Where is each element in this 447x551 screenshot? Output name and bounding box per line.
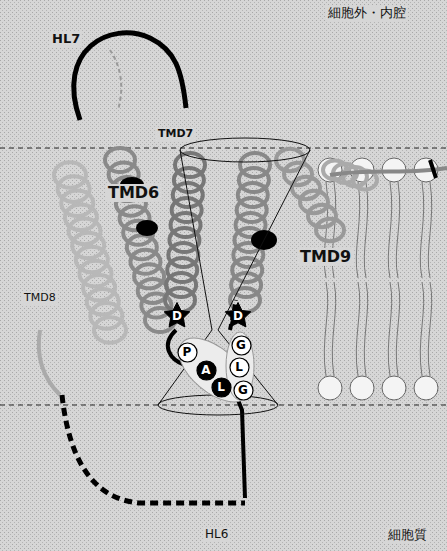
helix-turn — [316, 219, 344, 241]
residue-star: D — [163, 302, 191, 330]
lipid-tail — [428, 282, 431, 376]
part-label: 細胞外・内腔 — [326, 6, 408, 21]
lipid-tail — [388, 182, 391, 278]
helix-turn — [300, 191, 328, 213]
residue-circle: G — [233, 380, 254, 401]
lipid-tail — [356, 182, 359, 278]
residue-circle: A — [196, 360, 217, 381]
lipid-bilayer — [318, 158, 438, 400]
membrane-boundary — [0, 148, 447, 149]
part-label: TMD8 — [22, 292, 58, 305]
helix-blob — [136, 220, 158, 236]
part-label: HL6 — [203, 528, 230, 542]
hl7-loop — [74, 33, 186, 120]
residue-circle: L — [229, 357, 250, 378]
lipid-tail — [396, 282, 399, 376]
c-term-chain — [330, 168, 447, 175]
lipid-tail — [420, 182, 423, 278]
residue-letter: A — [201, 364, 210, 376]
lipid-tail — [324, 282, 327, 376]
part-label: HL7 — [50, 32, 82, 47]
part-label: TMD6 — [106, 184, 161, 202]
lipid-tail — [356, 282, 359, 376]
residue-letter: G — [236, 339, 246, 351]
residue-circle: G — [231, 335, 252, 356]
lipid-head — [318, 376, 342, 400]
helix-coils — [54, 148, 377, 343]
residue-letter: P — [183, 346, 192, 358]
part-label: TMD7 — [156, 128, 195, 141]
residue-letter: L — [217, 381, 225, 393]
residue-letter: L — [235, 361, 243, 373]
lipid-tail — [428, 182, 431, 278]
chain-mark — [430, 160, 436, 178]
helix-turn — [94, 317, 126, 343]
residue-circle: P — [177, 342, 198, 363]
lipid-head — [414, 376, 438, 400]
hl6-loop — [62, 395, 245, 503]
residue-circle: L — [211, 377, 232, 398]
lipid-tail — [364, 282, 367, 376]
lipid-head — [382, 376, 406, 400]
lipid-tail — [332, 282, 335, 376]
pore-cone — [158, 138, 310, 415]
motif-capsule — [168, 326, 261, 414]
helix-turn — [308, 205, 336, 227]
lipid-tail — [364, 182, 367, 278]
lipid-head — [350, 376, 374, 400]
residue-letter: G — [238, 384, 248, 396]
lipid-tail — [388, 282, 391, 376]
residue-letter: D — [233, 310, 243, 322]
lipid-tail — [420, 282, 423, 376]
lipid-tail — [396, 182, 399, 278]
tmd8-tail — [39, 330, 60, 395]
membrane-boundary — [0, 405, 447, 406]
part-label: TMD9 — [298, 248, 353, 266]
residue-letter: D — [172, 310, 182, 322]
part-label: 細胞質 — [386, 528, 429, 543]
helix-turn — [292, 177, 320, 199]
residue-star: D — [224, 302, 252, 330]
hl7-inner — [110, 50, 121, 110]
